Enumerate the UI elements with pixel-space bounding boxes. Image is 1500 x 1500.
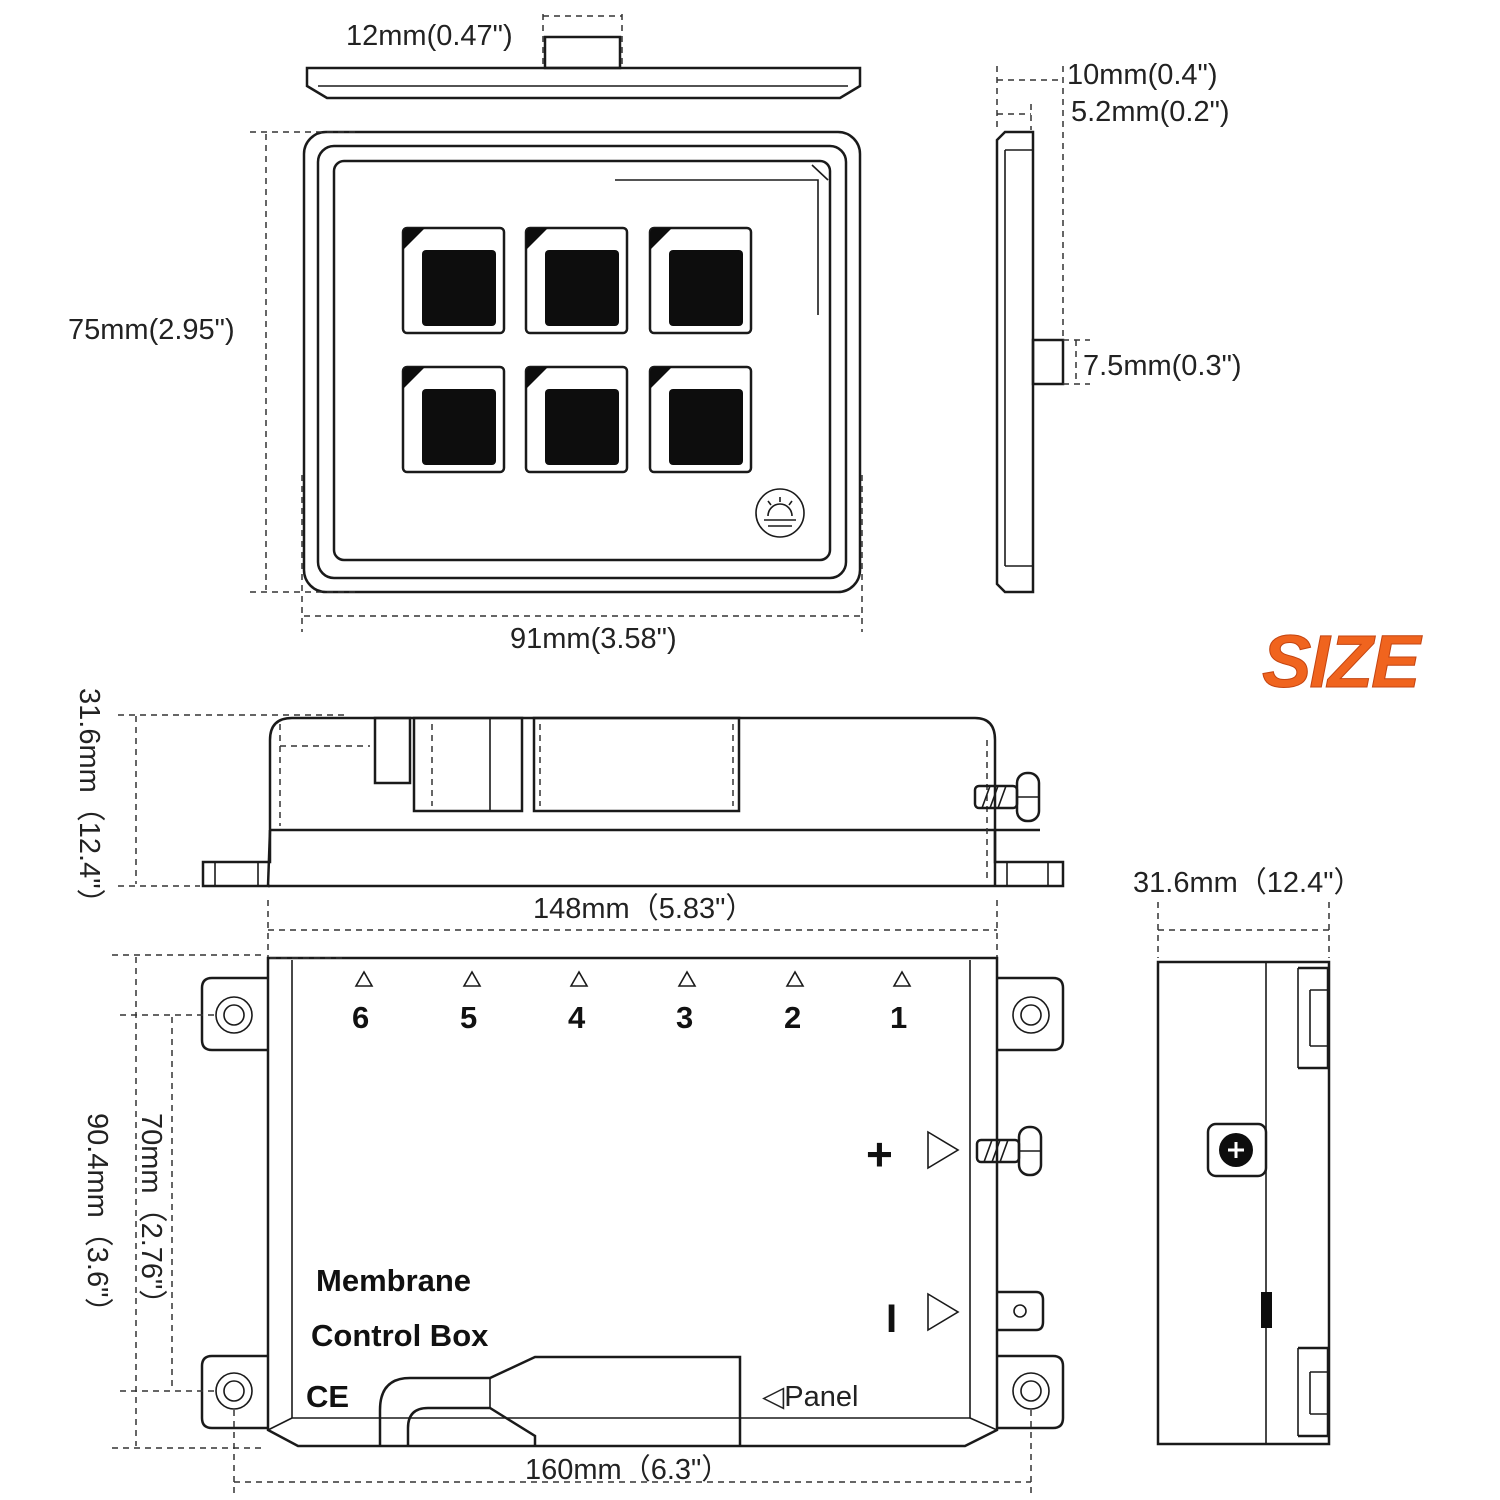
channel-5-label: 5 xyxy=(460,1000,477,1035)
panel-cable-port xyxy=(378,1355,742,1446)
plus-terminal-label: + xyxy=(866,1128,893,1180)
mounting-ear xyxy=(997,1354,1065,1430)
terminal-screw xyxy=(973,771,1041,823)
size-title: SIZE xyxy=(1262,620,1423,703)
switch-button xyxy=(648,365,753,474)
panel-front-view xyxy=(250,130,863,632)
channel-3-label: 3 xyxy=(676,1000,693,1035)
box-depth-label: 31.6mm（12.4"） xyxy=(1133,867,1363,899)
box-label-line1: Membrane xyxy=(316,1263,471,1298)
panel-height-label: 75mm(2.95") xyxy=(68,314,235,346)
hole-spacing-vertical-label: 70mm（2.76"） xyxy=(135,1113,167,1318)
button-width-label: 12mm(0.47") xyxy=(346,20,513,52)
terminal-screw xyxy=(975,1125,1043,1177)
panel-thickness-label: 10mm(0.4") xyxy=(1067,59,1218,91)
mounting-ear xyxy=(200,976,268,1052)
ground-terminal xyxy=(997,1290,1045,1332)
panel-side-view xyxy=(995,66,1090,594)
box-height-label: 31.6mm（12.4"） xyxy=(73,688,105,918)
mounting-ear xyxy=(200,1354,268,1430)
switch-button xyxy=(401,226,506,335)
switch-button xyxy=(401,365,506,474)
control-box-end-view xyxy=(1156,902,1331,1446)
channel-2-label: 2 xyxy=(784,1000,801,1035)
panel-top-view xyxy=(305,14,862,100)
switch-button xyxy=(648,226,753,335)
switch-button-grid xyxy=(401,226,753,474)
channel-1-label: 1 xyxy=(890,1000,907,1035)
mounting-ear xyxy=(997,976,1065,1052)
minus-terminal-label: I xyxy=(886,1297,897,1341)
channel-arrows xyxy=(354,970,912,987)
channel-4-label: 4 xyxy=(568,1000,586,1035)
box-width-label: 148mm（5.83"） xyxy=(533,893,754,925)
box-overall-height-label: 90.4mm（3.6"） xyxy=(81,1113,113,1326)
plus-terminal-icon xyxy=(1219,1133,1253,1167)
ce-mark: CE xyxy=(306,1379,349,1414)
switch-button xyxy=(524,365,629,474)
box-label-line2: Control Box xyxy=(311,1318,489,1353)
panel-width-label: 91mm(3.58") xyxy=(510,623,677,655)
connector-height-label: 7.5mm(0.3") xyxy=(1083,350,1242,382)
control-box-top-view xyxy=(112,954,1065,1495)
hole-spacing-horizontal-label: 160mm（6.3"） xyxy=(525,1454,730,1486)
control-box-side-view xyxy=(118,714,1065,960)
brightness-icon xyxy=(755,488,805,538)
channel-6-label: 6 xyxy=(352,1000,369,1035)
switch-button xyxy=(524,226,629,335)
panel-port-label: ◁Panel xyxy=(762,1381,858,1413)
panel-face-thickness-label: 5.2mm(0.2") xyxy=(1071,96,1230,128)
